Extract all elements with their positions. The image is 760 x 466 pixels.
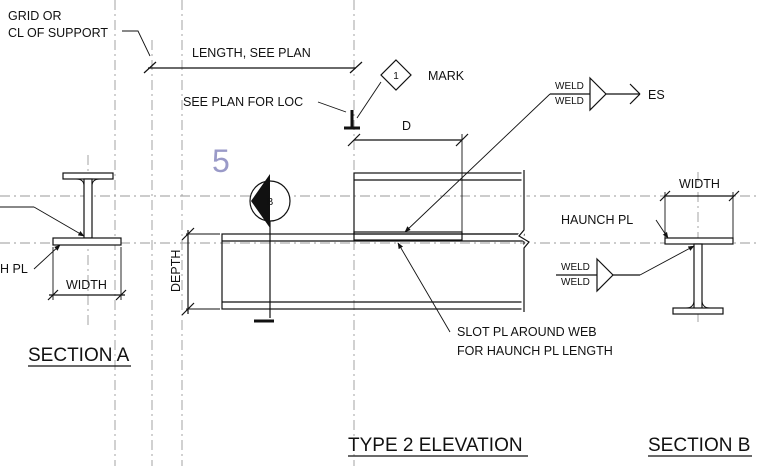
section-b-web [693, 243, 703, 311]
weld-top-label1: WELD [555, 81, 584, 92]
section-a-leader-top-diag [33, 206, 85, 237]
section-a: H PL WIDTH [0, 172, 127, 301]
depth-tick-top [181, 227, 195, 241]
weld-symbol-top: WELD WELD ES [404, 76, 665, 233]
section-b: WIDTH HAUNCH PL WELD WELD [556, 177, 740, 315]
section-a-haunch-label: H PL [0, 262, 28, 276]
slot-note-line2: FOR HAUNCH PL LENGTH [457, 344, 613, 358]
length-label: LENGTH, SEE PLAN [192, 46, 311, 60]
section-a-haunch-leader [33, 244, 61, 270]
section-cut-arrow [251, 174, 270, 228]
see-plan-leader [317, 101, 347, 113]
weld-b-label2: WELD [561, 277, 590, 288]
grid-note-line2: CL OF SUPPORT [8, 26, 108, 40]
section-a-top-flange [62, 172, 114, 180]
haunch-outline [353, 172, 525, 235]
section-b-width-tick-right [728, 190, 740, 202]
slot-note-line1: SLOT PL AROUND WEB [457, 325, 597, 339]
haunch-plate [353, 231, 463, 241]
d-tick-left [347, 133, 361, 147]
elevation-title: TYPE 2 ELEVATION [348, 435, 523, 456]
mark-label: MARK [428, 69, 465, 83]
section-a-width-tick-right [115, 289, 127, 301]
section-a-title: SECTION A [28, 345, 130, 366]
grid-note-line1: GRID OR [8, 9, 61, 23]
see-plan-note: SEE PLAN FOR LOC [183, 95, 360, 130]
section-b-haunch-leader [655, 219, 669, 239]
view-titles: SECTION A TYPE 2 ELEVATION SECTION B [28, 345, 752, 457]
d-dimension: D [347, 119, 469, 232]
section-a-width-tick-left [47, 289, 59, 301]
section-cut-marker: B [249, 174, 291, 323]
elevation-beam [221, 170, 535, 312]
mark-diamond [380, 59, 412, 91]
section-a-web [83, 178, 93, 239]
section-cut-letter: B [267, 197, 274, 208]
length-tick-left [143, 61, 157, 74]
depth-dimension: DEPTH [169, 227, 220, 316]
depth-tick-bottom [181, 302, 195, 316]
length-dimension: LENGTH, SEE PLAN [143, 46, 363, 74]
weld-b-fillet [596, 257, 614, 293]
section-b-bottom-flange [672, 307, 724, 315]
length-tick-right [349, 61, 363, 74]
slot-leader [397, 242, 451, 333]
section-b-title: SECTION B [648, 435, 750, 456]
weld-top-es: ES [648, 88, 665, 102]
weld-top-label2: WELD [555, 96, 584, 107]
grid-note-leader [122, 30, 151, 57]
section-b-plate [664, 237, 734, 245]
depth-label: DEPTH [169, 250, 183, 292]
detail-number: 5 [212, 143, 230, 179]
slot-note: SLOT PL AROUND WEB FOR HAUNCH PL LENGTH [397, 242, 613, 358]
section-b-haunch-label: HAUNCH PL [561, 213, 633, 227]
grid-note: GRID OR CL OF SUPPORT [8, 9, 151, 57]
break-line [518, 170, 530, 312]
see-plan-label: SEE PLAN FOR LOC [183, 95, 303, 109]
section-a-plate [52, 237, 122, 246]
beam-outline [221, 233, 525, 310]
mark-number: 1 [393, 71, 399, 82]
section-b-width-label: WIDTH [679, 177, 720, 191]
weld-top-fillet [589, 76, 607, 112]
section-a-fillets [75, 178, 101, 187]
d-label: D [402, 119, 411, 133]
weld-b-label1: WELD [561, 262, 590, 273]
mark-leader [356, 81, 382, 119]
weld-b-leader [639, 245, 695, 276]
section-b-fillets [685, 299, 711, 309]
weld-top-leader [404, 93, 551, 233]
section-a-width-label: WIDTH [66, 278, 107, 292]
mark-callout: 1 MARK [356, 59, 465, 119]
weld-top-tail [629, 83, 641, 105]
